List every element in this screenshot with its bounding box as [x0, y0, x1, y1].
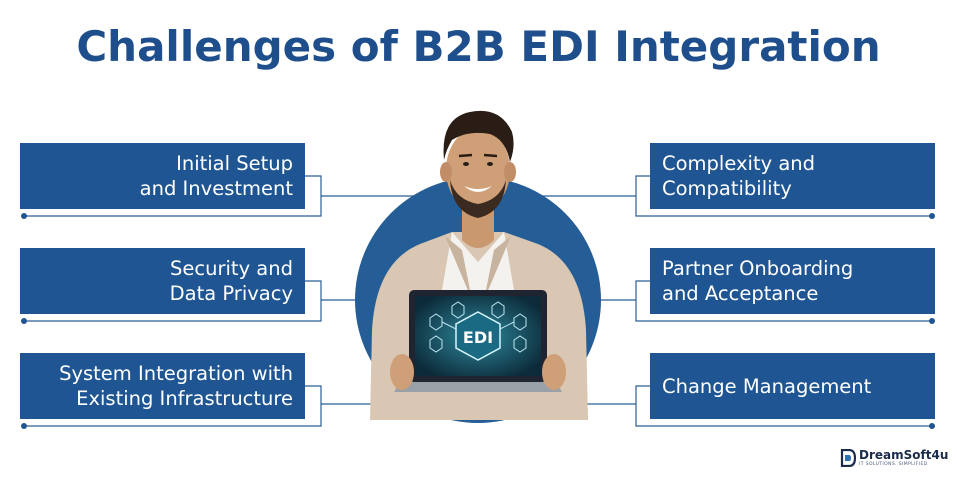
logo-tagline: IT SOLUTIONS. SIMPLIFIED: [859, 461, 928, 467]
challenge-initial-setup: Initial Setup and Investment: [20, 143, 305, 209]
right-connectors: [528, 175, 932, 427]
challenge-system-integration: System Integration with Existing Infrast…: [20, 353, 305, 419]
page-title: Challenges of B2B EDI Integration: [76, 22, 881, 71]
challenge-label: Initial Setup: [176, 152, 293, 175]
challenge-partner-onboarding: Partner Onboarding and Acceptance: [650, 248, 935, 314]
edi-screen-text: EDI: [463, 328, 493, 347]
company-logo: DreamSoft4u IT SOLUTIONS. SIMPLIFIED: [840, 446, 948, 470]
challenge-change-management: Change Management: [650, 353, 935, 419]
challenge-label: and Investment: [139, 177, 293, 200]
challenge-label: Compatibility: [662, 177, 792, 200]
challenge-complexity: Complexity and Compatibility: [650, 143, 935, 209]
challenge-label: Complexity and: [662, 152, 816, 175]
challenge-security: Security and Data Privacy: [20, 248, 305, 314]
laptop-base: [394, 382, 562, 392]
challenge-label: Data Privacy: [169, 282, 293, 305]
left-connector-dots: [21, 213, 27, 429]
logo-name: DreamSoft4u: [859, 447, 949, 462]
challenge-label: and Acceptance: [662, 282, 819, 305]
challenge-label: Partner Onboarding: [662, 257, 854, 280]
right-connector-dots: [929, 213, 935, 429]
challenge-label: Existing Infrastructure: [76, 387, 293, 410]
logo-mark-icon: [840, 449, 856, 467]
challenge-label: Change Management: [662, 374, 872, 398]
challenge-label: System Integration with: [59, 362, 293, 385]
challenge-label: Security and: [170, 257, 293, 280]
